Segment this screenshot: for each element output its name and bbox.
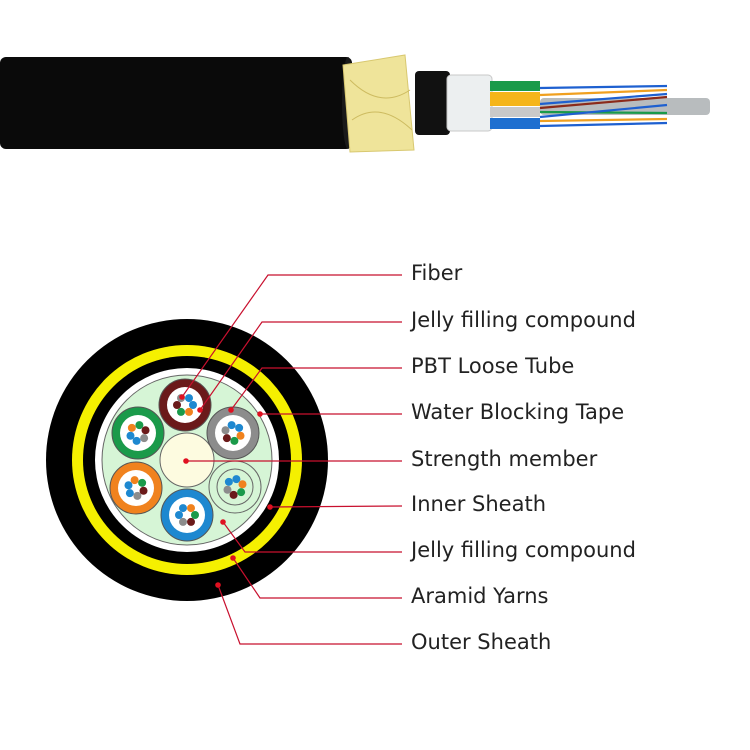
outer-sheath-side [0, 57, 352, 149]
loose-tube [109, 461, 163, 515]
fiber [224, 477, 233, 486]
loose-tube [158, 378, 212, 432]
fiber [222, 434, 231, 443]
leader-dot [230, 555, 236, 561]
water-blocking-tape-side [446, 74, 493, 132]
fiber [191, 511, 199, 519]
fiber [187, 517, 195, 526]
fiber [179, 517, 187, 526]
fiber [189, 401, 197, 409]
label-pbt-loose-tube: PBT Loose Tube [411, 354, 575, 378]
fiber [185, 394, 193, 403]
fiber [229, 490, 238, 499]
leader-dot [220, 519, 226, 525]
loose-tube [206, 406, 260, 460]
leader-line [181, 274, 402, 398]
inner-sheath-side [415, 71, 450, 135]
label-outer-sheath: Outer Sheath [411, 630, 552, 654]
fiber [221, 426, 230, 435]
leader-line [232, 557, 402, 599]
fiber [237, 488, 246, 497]
fiber [138, 478, 147, 487]
label-inner-sheath: Inner Sheath [411, 492, 547, 516]
fiber [236, 431, 245, 440]
fiber [223, 485, 232, 494]
fiber [173, 401, 181, 409]
label-aramid-yarns: Aramid Yarns [411, 584, 549, 608]
fiber [175, 511, 183, 519]
fiber [230, 436, 239, 445]
fiber [125, 489, 134, 498]
leader-dot [179, 394, 185, 400]
leader-dot [183, 458, 189, 464]
loose-tube [208, 460, 262, 514]
leader-line [217, 584, 402, 645]
label-water-blocking-tape: Water Blocking Tape [411, 400, 625, 424]
loose-tube [160, 488, 214, 542]
fiber [124, 481, 133, 490]
fiber [179, 504, 187, 513]
fiber [177, 407, 185, 416]
leader-line [222, 521, 402, 553]
fiber [227, 421, 236, 430]
fiber [235, 423, 244, 432]
label-jelly-filling-compound: Jelly filling compound [411, 538, 636, 562]
leader-dot [228, 407, 234, 413]
fiber [130, 476, 139, 485]
strength-member-side [540, 98, 710, 115]
fiber [126, 431, 135, 440]
label-fiber: Fiber [411, 261, 463, 285]
leader-dot [215, 582, 221, 588]
fiber [232, 475, 241, 484]
fiber [139, 486, 148, 495]
fiber [238, 480, 247, 489]
fiber [133, 491, 142, 500]
fiber [132, 436, 141, 445]
label-jelly-filling-compound: Jelly filling compound [411, 308, 636, 332]
fiber [127, 423, 136, 432]
fiber [187, 504, 195, 513]
fiber [185, 407, 193, 416]
leader-dot [197, 407, 203, 413]
loose-tube [111, 406, 165, 460]
fiber [135, 421, 144, 430]
label-strength-member: Strength member [411, 447, 598, 471]
fiber [141, 426, 150, 435]
aramid-yarns-side [342, 54, 415, 153]
leader-line [230, 367, 402, 411]
leader-dot [267, 504, 273, 510]
fiber [140, 434, 149, 443]
cable-side-view [0, 54, 710, 153]
leader-line [199, 321, 402, 411]
leader-line [269, 505, 403, 508]
leader-dot [257, 411, 263, 417]
